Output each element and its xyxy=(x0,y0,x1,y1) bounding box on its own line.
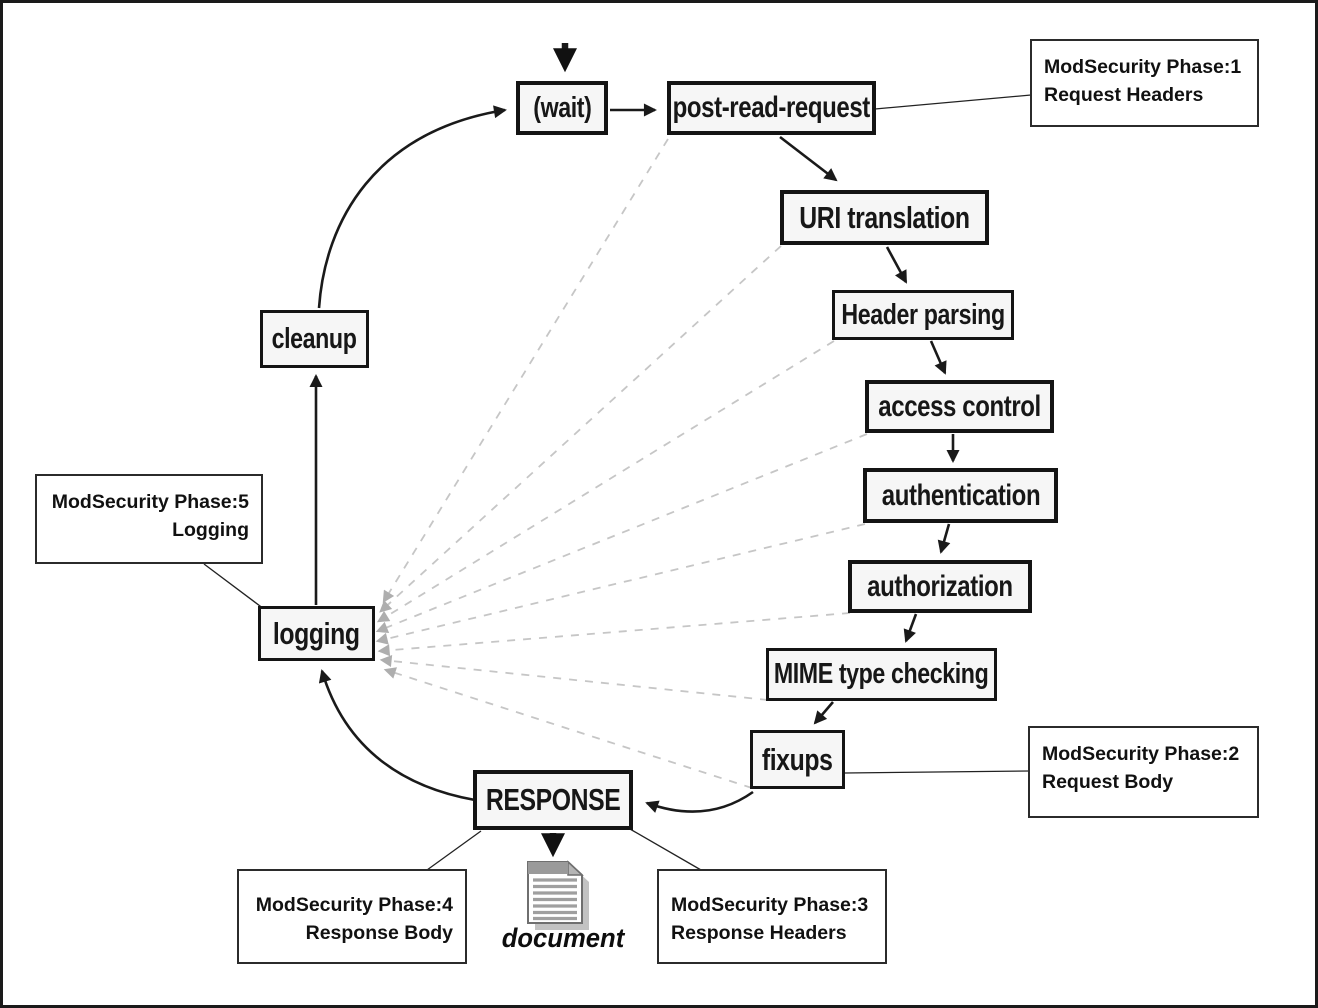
document-icon-text-lines xyxy=(533,878,577,921)
node-cleanup-label: cleanup xyxy=(272,322,357,355)
annotation-phase5-line2: Logging xyxy=(172,519,249,542)
node-authentication: authentication xyxy=(863,468,1058,523)
dashed-authentication-to-logging xyxy=(375,523,866,645)
dashed-post-read-request-to-logging xyxy=(382,138,669,604)
annotation-modsecurity-phase1: ModSecurity Phase:1 Request Headers xyxy=(1030,39,1259,127)
connector-phase4 xyxy=(426,830,482,871)
arrow-hp-to-access-control xyxy=(929,340,947,375)
node-authentication-label: authentication xyxy=(881,478,1040,512)
node-logging-label: logging xyxy=(273,615,360,651)
node-response-label: RESPONSE xyxy=(485,782,621,817)
annotation-phase2-line1: ModSecurity Phase:2 xyxy=(1042,743,1240,765)
connector-lines-layer xyxy=(203,43,1032,871)
arrow-response-to-logging xyxy=(318,669,476,802)
flow-arrows xyxy=(309,43,960,858)
annotation-connectors xyxy=(203,94,1032,871)
connector-phase1 xyxy=(874,94,1032,110)
node-cleanup: cleanup xyxy=(260,310,369,368)
annotation-phase3-line1: ModSecurity Phase:3 xyxy=(671,894,869,916)
node-fixups-label: fixups xyxy=(762,741,833,777)
node-header-parsing: Header parsing xyxy=(832,290,1014,340)
arrow-fixups-to-response xyxy=(645,790,754,813)
annotation-phase1-line2: Request Headers xyxy=(1044,84,1204,107)
document-label: document xyxy=(501,923,625,953)
document-icon xyxy=(527,860,589,930)
annotation-modsecurity-phase5: ModSecurity Phase:5 Logging xyxy=(35,474,263,564)
dashed-header-parsing-to-logging xyxy=(376,340,835,623)
node-response: RESPONSE xyxy=(473,770,633,830)
annotation-phase4-line2: Response Body xyxy=(305,922,453,945)
dashed-access-control-to-logging xyxy=(375,433,868,633)
node-post-read-request-label: post-read-request xyxy=(672,91,871,124)
arrow-authz-to-mime xyxy=(903,613,918,643)
node-fixups: fixups xyxy=(750,730,845,789)
arrow-auth-to-authorization xyxy=(937,523,951,554)
dashed-mime-to-logging xyxy=(379,655,769,701)
node-post-read-request: post-read-request xyxy=(667,81,876,135)
node-access-control-label: access control xyxy=(878,389,1041,423)
document-icon-fold xyxy=(567,860,584,876)
annotation-phase4-line1: ModSecurity Phase:4 xyxy=(255,894,453,916)
node-mime-type-checking: MIME type checking xyxy=(766,648,997,701)
node-wait: (wait) xyxy=(516,81,608,135)
dashed-uri-translation-to-logging xyxy=(379,245,782,613)
annotation-modsecurity-phase3: ModSecurity Phase:3 Response Headers xyxy=(657,869,887,964)
node-authorization-label: authorization xyxy=(867,569,1013,603)
connector-phase5 xyxy=(203,563,265,610)
annotation-phase5-line1: ModSecurity Phase:5 xyxy=(51,491,249,513)
arrow-prr-to-uri xyxy=(779,135,838,182)
node-access-control: access control xyxy=(865,380,1054,433)
node-header-parsing-label: Header parsing xyxy=(841,298,1005,331)
node-mime-type-checking-label: MIME type checking xyxy=(774,658,989,690)
connector-phase2 xyxy=(844,770,1030,774)
node-uri-translation: URI translation xyxy=(780,190,989,245)
annotation-phase2-line2: Request Body xyxy=(1042,771,1174,794)
document-icon-header-band xyxy=(528,862,568,874)
arrow-mime-to-fixups xyxy=(813,701,834,725)
annotation-phase3-line2: Response Headers xyxy=(671,922,847,945)
annotation-phase1-line1: ModSecurity Phase:1 xyxy=(1044,56,1242,78)
annotation-modsecurity-phase4: ModSecurity Phase:4 Response Body xyxy=(237,869,467,964)
dashed-logging-links xyxy=(375,138,868,789)
arrow-uri-to-header-parsing xyxy=(885,246,908,284)
node-authorization: authorization xyxy=(848,560,1032,613)
dashed-authorization-to-logging xyxy=(377,612,851,657)
node-wait-label: (wait) xyxy=(532,91,592,124)
annotation-modsecurity-phase2: ModSecurity Phase:2 Request Body xyxy=(1028,726,1259,818)
node-uri-translation-label: URI translation xyxy=(799,199,970,235)
dashed-fixups-to-logging xyxy=(383,667,753,789)
arrow-cleanup-to-wait xyxy=(317,105,507,309)
node-logging: logging xyxy=(258,606,375,661)
connector-phase3 xyxy=(629,828,702,871)
